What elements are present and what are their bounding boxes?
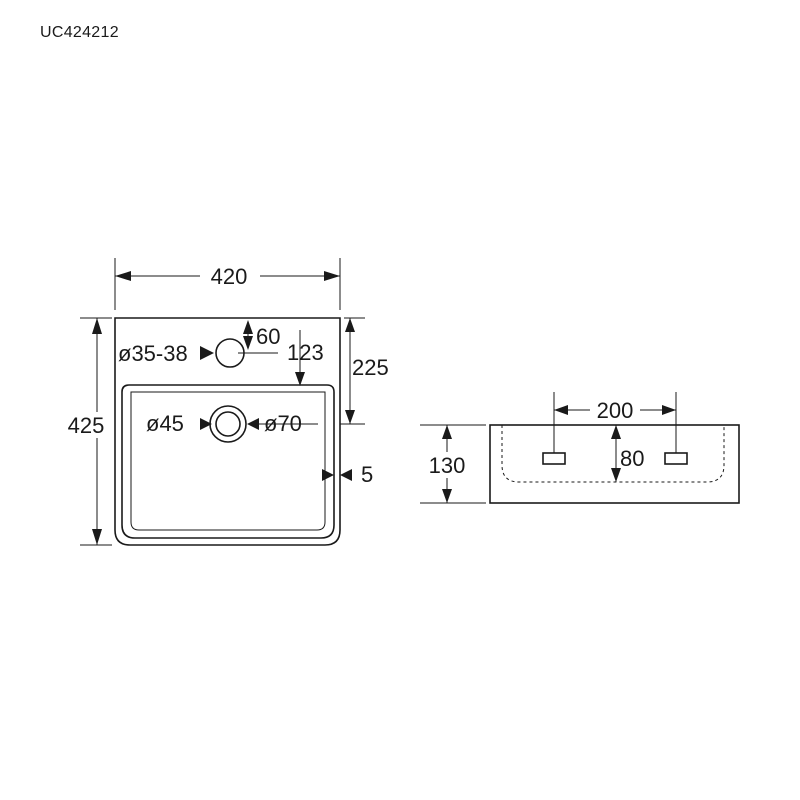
rear-to-drain-label: 225: [352, 355, 389, 380]
basin-inner-rim: [130, 391, 326, 531]
drain-inner-ring: [215, 411, 241, 437]
side-outline: [489, 424, 740, 504]
fixing-spacing-label: 200: [597, 398, 634, 423]
tap-hole-diameter-label: ø35-38: [118, 341, 188, 366]
product-code: UC424212: [40, 24, 119, 41]
basin-outer-outline: [114, 317, 341, 546]
tap-offset-label: 60: [256, 324, 280, 349]
depth-label: 425: [68, 413, 105, 438]
height-label: 130: [429, 453, 466, 478]
fixing-height-label: 80: [620, 446, 644, 471]
fixing-slot-right: [664, 452, 688, 465]
width-label: 420: [211, 264, 248, 289]
fixing-slot-left: [542, 452, 566, 465]
wall-thickness-label: 5: [361, 462, 373, 487]
tap-to-drain-label: 123: [287, 340, 324, 365]
basin-inner-outline: [121, 384, 335, 539]
drain-diameter-label: ø45: [146, 411, 184, 436]
side-view: 200 80 130: [420, 392, 740, 504]
drain-outer-diameter-label: ø70: [264, 411, 302, 436]
top-view: 420 425 ø35-38 60 123 225 ø45 ø70: [62, 258, 389, 546]
